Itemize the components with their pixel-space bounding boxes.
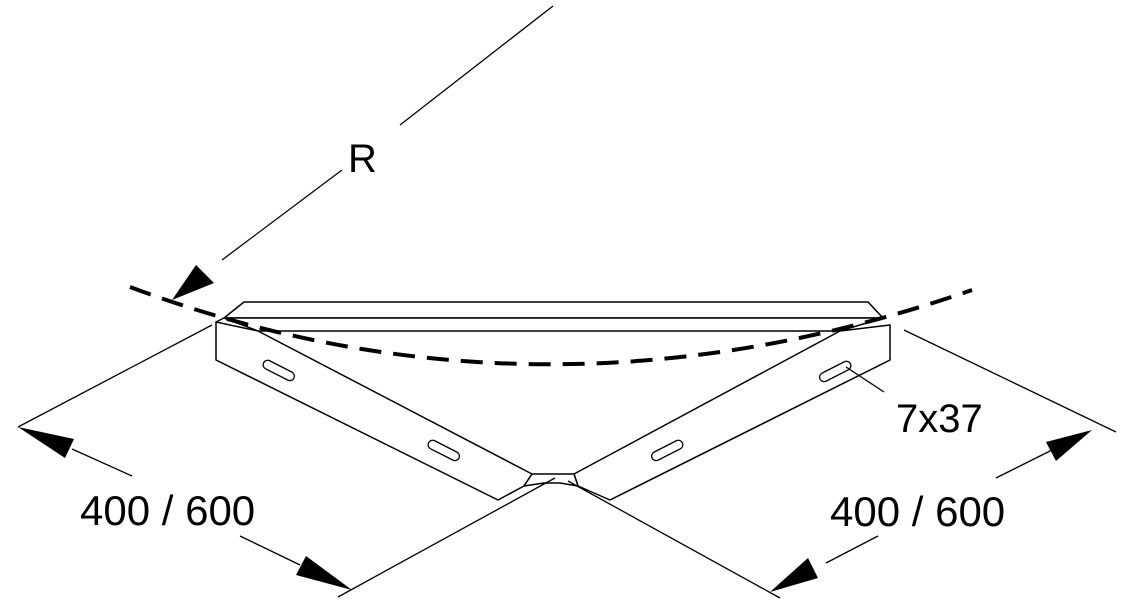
slot-right-1 bbox=[650, 439, 684, 462]
radius-arrowhead bbox=[172, 265, 214, 300]
tray-left-corner bbox=[215, 317, 225, 323]
right-arrowhead-upper bbox=[1046, 430, 1092, 461]
left-dimension-label: 400 / 600 bbox=[80, 487, 255, 534]
right-dimension-label: 400 / 600 bbox=[830, 488, 1005, 535]
radius-leader bbox=[172, 5, 554, 300]
left-arrowhead-lower bbox=[296, 556, 352, 590]
left-dim-line-upper bbox=[71, 448, 133, 477]
radius-leader-upper bbox=[399, 5, 554, 126]
tray-top-surface bbox=[223, 317, 884, 332]
tray-left-wall bbox=[215, 321, 533, 501]
right-dim-line-upper bbox=[995, 449, 1053, 479]
right-dimension bbox=[567, 329, 1117, 599]
right-arrowhead-lower bbox=[770, 558, 818, 592]
left-extension-upper bbox=[17, 324, 213, 428]
left-arrowhead-upper bbox=[18, 427, 74, 458]
right-extension-upper bbox=[903, 329, 1117, 433]
left-dimension bbox=[17, 324, 556, 598]
right-dim-line-lower bbox=[825, 535, 879, 564]
slot-left-1 bbox=[262, 359, 296, 382]
right-extension-lower bbox=[567, 480, 781, 599]
tray-top-rim bbox=[223, 301, 884, 319]
tray-right-wall bbox=[573, 324, 891, 501]
slot-leader bbox=[845, 366, 885, 393]
radius-leader-lower bbox=[221, 169, 343, 261]
radius-arc bbox=[129, 285, 973, 367]
radius-label: R bbox=[348, 137, 377, 181]
slot-right-2 bbox=[818, 360, 852, 383]
slot-left-2 bbox=[427, 439, 461, 462]
left-extension-lower bbox=[337, 477, 556, 598]
left-dim-line-lower bbox=[239, 535, 301, 566]
slot-size-label: 7x37 bbox=[896, 397, 983, 441]
